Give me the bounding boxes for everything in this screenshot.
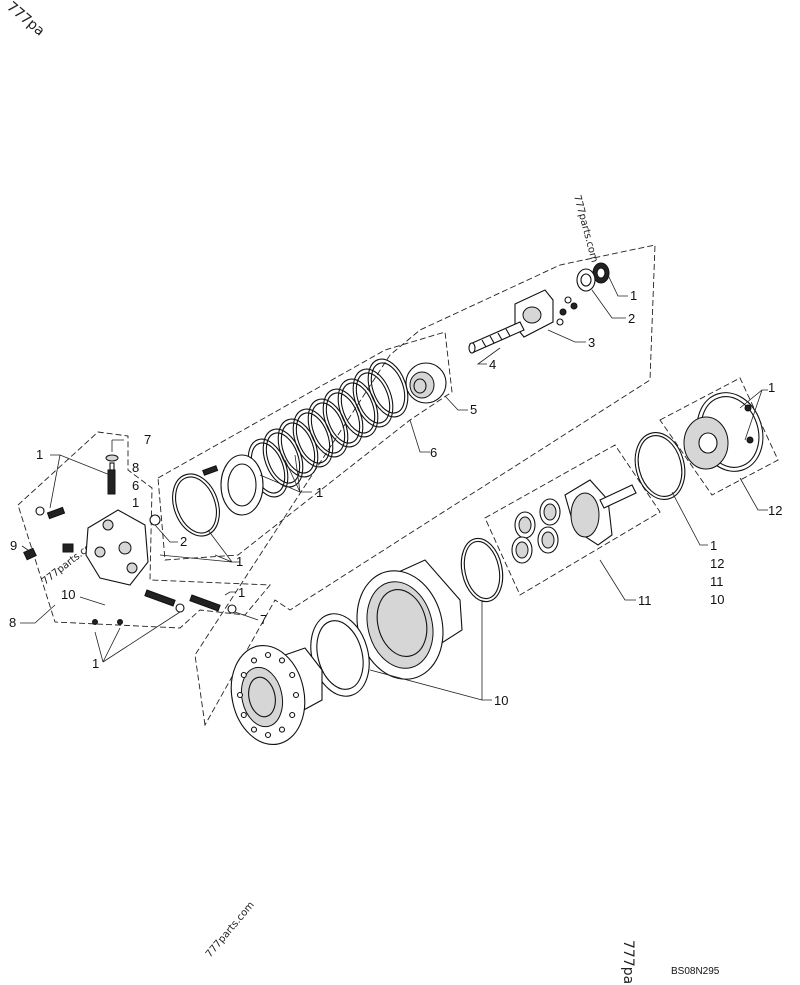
brake-disc-inner: [310, 402, 346, 454]
seal-ring-part: [576, 262, 610, 292]
end-cover-part: [683, 392, 764, 472]
planet-gear-bore: [518, 516, 532, 534]
callout-2-left: 2: [180, 534, 187, 549]
callout-1-valve: 1: [36, 447, 43, 462]
callout-5: 5: [470, 402, 477, 417]
watermark-top-left: 777pa: [3, 0, 47, 39]
callout-11: 11: [638, 593, 652, 608]
brake-disc-inner: [265, 432, 301, 484]
brake-disc-inner: [295, 412, 331, 464]
callout-list-1: 1: [710, 538, 717, 553]
brake-disc-inner: [340, 382, 376, 434]
brake-disc: [352, 368, 394, 428]
brake-disc-stack: [247, 358, 409, 498]
outline-main-assembly: [194, 244, 656, 727]
callout-1-left-bottom: 1: [92, 656, 99, 671]
outline-brake-group: [157, 331, 453, 561]
outline-valve-block: [17, 431, 271, 629]
bolt-hole: [250, 657, 258, 664]
callout-7-bottom: 7: [260, 612, 267, 627]
valve-body-part: [85, 509, 149, 586]
valve-spool-vertical-part: [105, 454, 119, 495]
leader-lines: [20, 274, 768, 701]
bolt-hole: [289, 671, 296, 679]
callout-list-8: 8: [132, 460, 139, 475]
callout-10-left: 10: [61, 587, 75, 602]
outline-cover-group: [659, 377, 779, 496]
callout-6: 6: [430, 445, 437, 460]
callout-list-11: 11: [710, 574, 724, 589]
floating-seal-part: [310, 613, 370, 697]
bolt-hole: [292, 691, 300, 699]
callout-3: 3: [588, 335, 595, 350]
cover-o-ring-part: [634, 432, 686, 500]
bolt-hole: [240, 711, 247, 719]
callout-list-12: 12: [710, 556, 724, 571]
callout-7-top: 7: [144, 432, 151, 447]
callout-1-top-right: 1: [630, 288, 637, 303]
brake-disc-inner: [355, 372, 391, 424]
callout-1-right-valve: 1: [238, 585, 245, 600]
callouts: 1 2 3 4 5 6 1 1 12 1 12 11 10 11 10 7 1 …: [9, 288, 782, 708]
drawing-code: BS08N295: [671, 966, 720, 977]
callout-2-top-right: 2: [628, 311, 635, 326]
watermark-top-right: 777parts.com: [571, 194, 600, 264]
bolt-hole: [278, 657, 286, 664]
ring-gear-housing-part: [356, 559, 463, 680]
brake-disc: [367, 358, 409, 418]
brake-piston-part: [202, 454, 264, 516]
callout-1-cover: 1: [768, 380, 775, 395]
housing-seal-ring-part: [460, 537, 504, 603]
bolt-hole: [236, 691, 244, 699]
hub-flange-part: [230, 644, 323, 746]
large-o-ring-part: [172, 473, 220, 537]
callout-9: 9: [10, 538, 17, 553]
valve-spool-lower-part: [92, 589, 237, 625]
callout-8: 8: [9, 615, 16, 630]
brake-disc-inner: [280, 422, 316, 474]
bolt-hole: [250, 726, 258, 733]
flange-bolt-holes: [236, 651, 300, 739]
callout-1-brake: 1: [316, 485, 323, 500]
bolt-hole: [264, 651, 272, 659]
callout-list-10: 10: [710, 592, 724, 607]
callout-4: 4: [489, 357, 496, 372]
planet-gear-set: [511, 498, 561, 564]
callout-10-ring: 10: [494, 693, 508, 708]
bolt-hole: [289, 711, 296, 719]
watermark-bottom-left: 777parts.com: [204, 900, 257, 960]
planet-gear-bore: [543, 503, 557, 521]
planet-carrier-part: [564, 479, 637, 546]
outline-planet-group: [484, 444, 661, 596]
callout-list-1-left: 1: [132, 495, 139, 510]
port-plate-part: [514, 289, 578, 338]
bolt-hole: [240, 671, 247, 679]
watermark-bottom-right: 777pa: [620, 940, 636, 984]
callout-1-under: 1: [236, 554, 243, 569]
callout-12-cover: 12: [768, 503, 782, 518]
bolt-hole: [278, 726, 286, 733]
brake-disc-inner: [325, 392, 361, 444]
planet-gear-bore: [515, 541, 529, 559]
drive-shaft-part: [468, 321, 525, 354]
callout-list-6: 6: [132, 478, 139, 493]
brake-disc-inner: [370, 362, 406, 414]
valve-plug-left-part: [23, 506, 161, 561]
hub-gear-part: [405, 362, 447, 404]
bolt-hole: [264, 731, 272, 739]
planet-gear-bore: [541, 531, 555, 549]
